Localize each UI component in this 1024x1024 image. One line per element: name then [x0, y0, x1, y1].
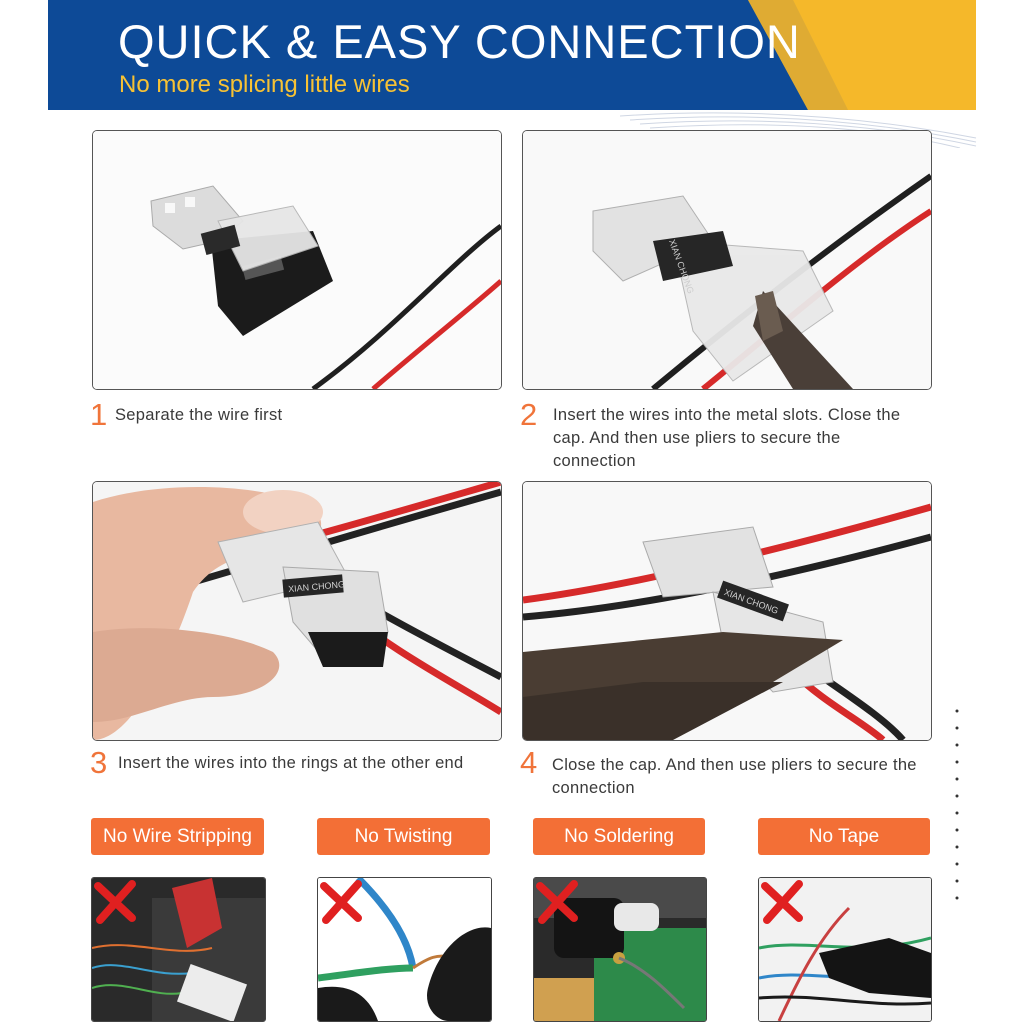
step-2-text: Insert the wires into the metal slots. C… — [553, 406, 901, 470]
banner-decoration — [748, 0, 976, 110]
feature-no-twisting: No Twisting — [317, 818, 490, 855]
cross-mark-icon — [536, 880, 578, 924]
feature-no-wire-stripping: No Wire Stripping — [91, 818, 264, 855]
step-4-photo: XIAN CHONG — [522, 481, 932, 741]
step-2-number: 2 — [520, 397, 538, 432]
no-wire-stripping-photo — [91, 877, 266, 1022]
no-soldering-photo — [533, 877, 707, 1022]
step-1-photo — [92, 130, 502, 390]
decor-dots — [955, 709, 959, 900]
no-tape-photo — [758, 877, 932, 1022]
page-title: QUICK & EASY CONNECTION — [118, 15, 801, 68]
cross-mark-icon — [94, 880, 136, 924]
step-1-number: 1 — [90, 397, 108, 432]
feature-no-tape: No Tape — [758, 818, 930, 855]
step-4-number: 4 — [520, 745, 538, 780]
header-banner: QUICK & EASY CONNECTION No more splicing… — [48, 0, 976, 110]
step-3-photo: XIAN CHONG — [92, 481, 502, 741]
decor-stripes — [620, 112, 977, 148]
step-4-text: Close the cap. And then use pliers to se… — [552, 756, 917, 797]
page-subtitle: No more splicing little wires — [119, 71, 410, 98]
step-2-photo: XIAN CHONG — [522, 130, 932, 390]
step-3-text: Insert the wires into the rings at the o… — [118, 754, 464, 772]
no-twisting-photo — [317, 877, 492, 1022]
feature-no-soldering: No Soldering — [533, 818, 705, 855]
step-3-brand: XIAN CHONG — [288, 579, 346, 594]
step-3-number: 3 — [90, 745, 108, 780]
cross-mark-icon — [761, 880, 803, 924]
cross-mark-icon — [320, 880, 362, 924]
step-1-text: Separate the wire first — [115, 406, 283, 424]
